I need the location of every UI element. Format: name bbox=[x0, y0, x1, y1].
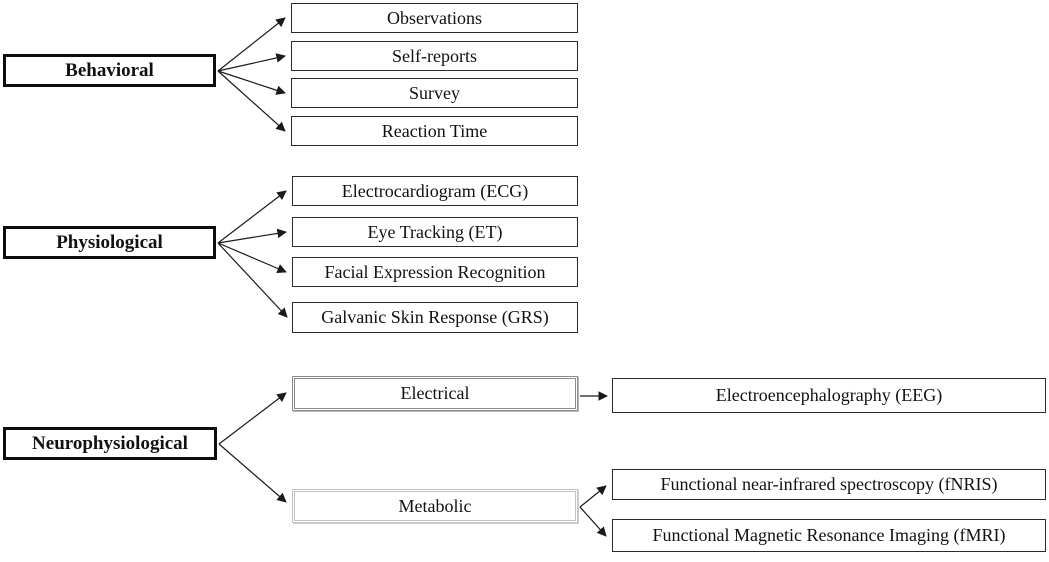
node-eeg: Electroencephalography (EEG) bbox=[612, 378, 1046, 413]
node-fmri: Functional Magnetic Resonance Imaging (f… bbox=[612, 519, 1046, 552]
arrow-behavioral-self-reports bbox=[217, 53, 286, 72]
node-metabolic: Metabolic bbox=[292, 489, 578, 523]
arrow-neuro-electrical bbox=[218, 392, 287, 445]
node-behavioral: Behavioral bbox=[3, 54, 216, 87]
arrow-physiological-facial bbox=[217, 242, 287, 274]
arrow-physiological-ecg bbox=[217, 190, 287, 244]
node-reaction-time: Reaction Time bbox=[291, 116, 578, 146]
arrow-behavioral-reaction bbox=[217, 70, 286, 132]
node-neurophysiological: Neurophysiological bbox=[3, 427, 217, 460]
node-eye-tracking: Eye Tracking (ET) bbox=[292, 217, 578, 247]
node-survey: Survey bbox=[291, 78, 578, 108]
node-physiological: Physiological bbox=[3, 226, 216, 259]
arrow-behavioral-survey bbox=[217, 70, 286, 95]
node-fnirs: Functional near-infrared spectroscopy (f… bbox=[612, 469, 1046, 500]
node-ecg: Electrocardiogram (ECG) bbox=[292, 176, 578, 206]
node-observations: Observations bbox=[291, 3, 578, 33]
arrow-behavioral-observations bbox=[217, 17, 286, 72]
arrow-physiological-et bbox=[217, 228, 287, 244]
arrow-neuro-metabolic bbox=[218, 443, 287, 503]
node-self-reports: Self-reports bbox=[291, 41, 578, 71]
arrow-physiological-gsr bbox=[217, 242, 288, 318]
node-electrical: Electrical bbox=[292, 376, 578, 411]
node-galvanic-skin-response: Galvanic Skin Response (GRS) bbox=[292, 302, 578, 333]
arrow-metabolic-fmri bbox=[579, 506, 607, 537]
node-facial-expression: Facial Expression Recognition bbox=[292, 257, 578, 287]
arrow-metabolic-fnirs bbox=[579, 485, 607, 508]
